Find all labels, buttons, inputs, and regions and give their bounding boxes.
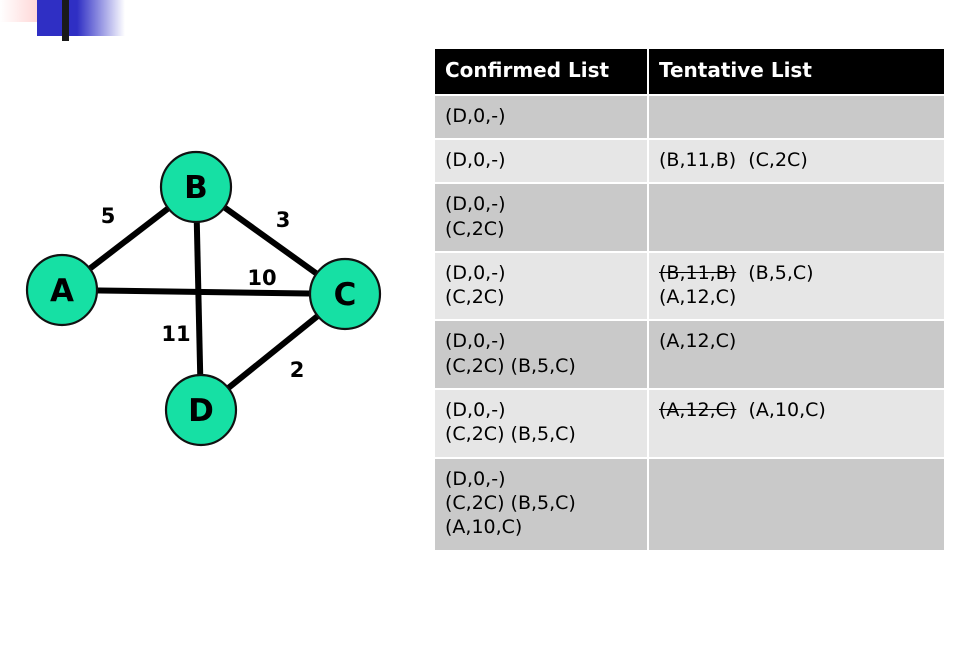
confirmed-entry: (C,2C): [445, 217, 505, 240]
graph-node-a[interactable]: [25, 253, 99, 327]
cell-confirmed-list: (D,0,-): [435, 139, 647, 183]
graph-canvas: A B C D 5 3 10 11 2: [25, 150, 382, 447]
tentative-entry: (A,10,C): [748, 399, 826, 422]
confirmed-entry: (C,2C): [445, 286, 505, 309]
tentative-entry: (A,12,C): [659, 286, 737, 309]
graph-node-d[interactable]: [164, 373, 238, 447]
tentative-entry-line: (B,11,B) (B,5,C): [659, 261, 934, 285]
header-tentative-list: Tentative List: [649, 49, 944, 94]
cell-tentative-list: [649, 95, 944, 138]
edge-weight-a-c: 10: [247, 266, 276, 290]
confirmed-entry: (D,0,-): [445, 148, 506, 171]
edge-weight-a-b: 5: [101, 204, 116, 228]
cell-tentative-list: [649, 458, 944, 550]
confirmed-entry: (D,0,-): [445, 399, 506, 422]
tentative-entry-line: (A,12,C): [659, 285, 934, 309]
table-head: Confirmed List Tentative List: [435, 49, 944, 94]
graph-edge-b-d: [193, 186, 204, 411]
graph-edge-a-c: [61, 287, 346, 297]
table-row: (D,0,-): [435, 95, 944, 138]
graph-edge-weights: 5 3 10 11 2: [101, 204, 305, 382]
cell-tentative-list: (A,12,C): [649, 321, 944, 389]
cell-tentative-list: (A,12,C) (A,10,C): [649, 390, 944, 457]
tentative-entry-removed: (B,11,B): [659, 261, 737, 284]
tentative-entry-line: (B,11,B) (C,2C): [659, 148, 934, 172]
table-header-row: Confirmed List Tentative List: [435, 49, 944, 94]
graph-node-c[interactable]: [308, 257, 382, 331]
tentative-entry-line: (A,12,C) (A,10,C): [659, 398, 934, 422]
tentative-entry: (B,11,B): [659, 148, 737, 171]
confirmed-entry: (D,0,-): [445, 467, 506, 490]
cell-tentative-list: [649, 184, 944, 251]
table-row: (D,0,-) (B,11,B) (C,2C): [435, 139, 944, 183]
tentative-entry: (C,2C): [748, 148, 808, 171]
graph-node-label-d: D: [188, 393, 214, 429]
decoration-blue-block: [37, 0, 77, 36]
tentative-entry: (B,5,C): [748, 261, 814, 284]
graph-nodes: A B C D: [25, 150, 382, 447]
tentative-entry-removed: (A,12,C): [659, 399, 737, 422]
edge-weight-c-d: 2: [290, 358, 305, 382]
cell-tentative-list: (B,11,B) (B,5,C)(A,12,C): [649, 252, 944, 320]
decoration-blue-gradient: [77, 0, 125, 36]
confirmed-entry: (C,2C) (B,5,C): [445, 354, 576, 377]
confirmed-entry: (A,10,C): [445, 516, 523, 539]
network-graph: A B C D 5 3 10 11 2: [0, 130, 420, 480]
dijkstra-state-table: Confirmed List Tentative List (D,0,-)(D,…: [433, 47, 946, 552]
cell-tentative-list: (B,11,B) (C,2C): [649, 139, 944, 183]
cell-confirmed-list: (D,0,-)(C,2C): [435, 252, 647, 320]
tentative-entry-line: (A,12,C): [659, 329, 934, 353]
table-row: (D,0,-)(C,2C)(B,11,B) (B,5,C)(A,12,C): [435, 252, 944, 320]
cell-confirmed-list: (D,0,-)(C,2C) (B,5,C): [435, 321, 647, 389]
table-body: (D,0,-)(D,0,-)(B,11,B) (C,2C)(D,0,-)(C,2…: [435, 95, 944, 550]
cell-confirmed-list: (D,0,-)(C,2C) (B,5,C): [435, 390, 647, 457]
table-row: (D,0,-)(C,2C) (B,5,C)(A,10,C): [435, 458, 944, 550]
graph-node-label-c: C: [334, 277, 357, 313]
graph-node-b[interactable]: [159, 150, 233, 224]
confirmed-entry: (D,0,-): [445, 261, 506, 284]
header-confirmed-list: Confirmed List: [435, 49, 647, 94]
cell-confirmed-list: (D,0,-)(C,2C): [435, 184, 647, 251]
edge-weight-b-c: 3: [276, 208, 291, 232]
corner-decoration: [0, 0, 130, 41]
table-row: (D,0,-)(C,2C): [435, 184, 944, 251]
graph-node-label-a: A: [50, 273, 74, 309]
confirmed-entry: (D,0,-): [445, 193, 506, 216]
tentative-entry: (A,12,C): [659, 330, 737, 353]
table-row: (D,0,-)(C,2C) (B,5,C) (A,12,C): [435, 321, 944, 389]
confirmed-entry: (D,0,-): [445, 104, 506, 127]
cell-confirmed-list: (D,0,-): [435, 95, 647, 138]
edge-weight-b-d: 11: [161, 322, 190, 346]
decoration-vertical-bar: [62, 0, 69, 41]
cell-confirmed-list: (D,0,-)(C,2C) (B,5,C)(A,10,C): [435, 458, 647, 550]
confirmed-entry: (C,2C) (B,5,C): [445, 423, 576, 446]
table-row: (D,0,-)(C,2C) (B,5,C) (A,12,C) (A,10,C): [435, 390, 944, 457]
confirmed-entry: (D,0,-): [445, 330, 506, 353]
graph-node-label-b: B: [184, 170, 208, 206]
confirmed-entry: (C,2C) (B,5,C): [445, 492, 576, 515]
